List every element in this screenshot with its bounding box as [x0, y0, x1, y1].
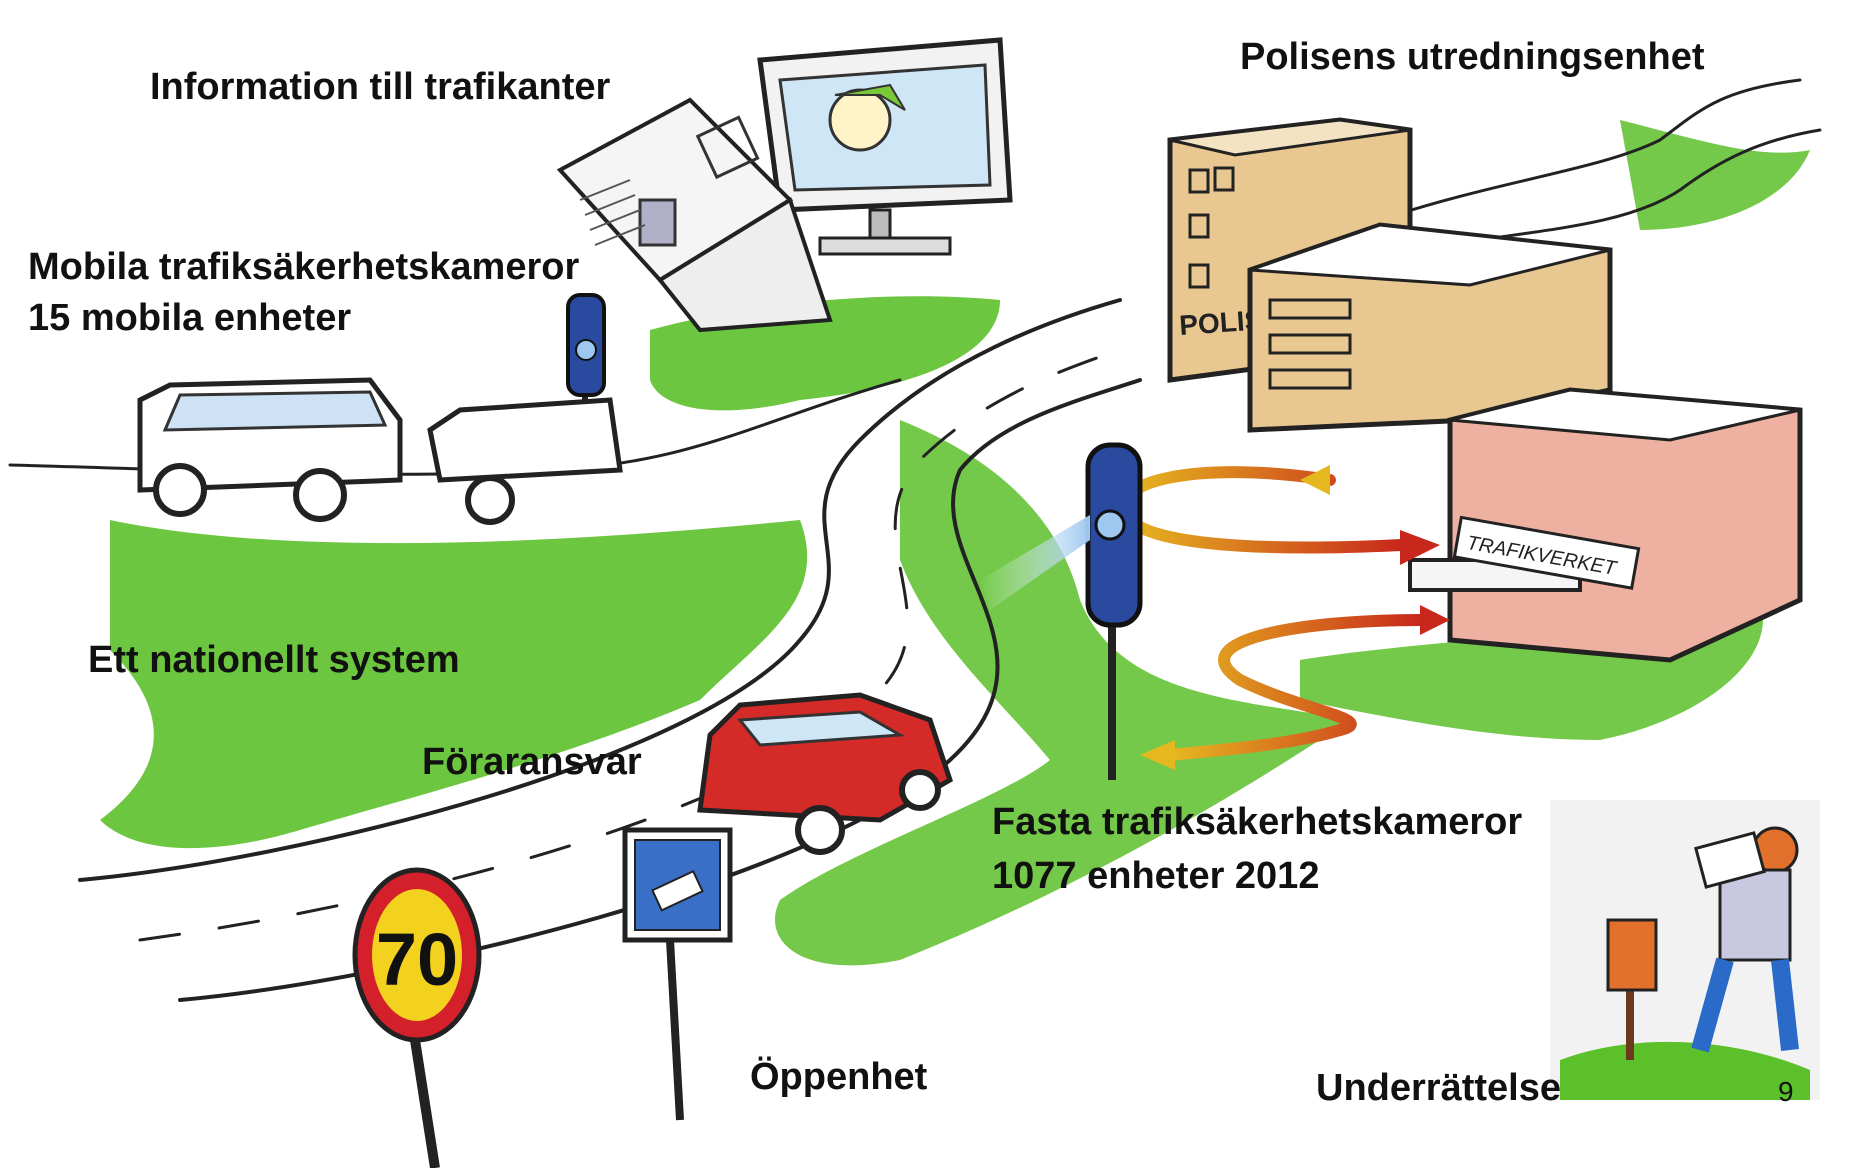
label-foraransvar: Föraransvar — [422, 741, 642, 783]
van-icon — [137, 377, 403, 522]
speed-camera-icon — [980, 442, 1143, 780]
trafikverket-building: TRAFIKVERKET — [1408, 387, 1803, 663]
label-fasta-line2: 1077 enheter 2012 — [992, 855, 1320, 897]
label-polisens-utredningsenhet: Polisens utredningsenhet — [1240, 36, 1705, 78]
label-fasta-line1: Fasta trafiksäkerhetskameror — [992, 801, 1523, 843]
label-nationellt-system: Ett nationellt system — [88, 639, 460, 681]
page-number: 9 — [1778, 1076, 1794, 1107]
speed-limit-sign-icon: 70 — [352, 867, 482, 1168]
middle-building — [1247, 222, 1613, 433]
label-mobila-line1: Mobila trafiksäkerhetskameror — [28, 246, 580, 288]
car-icon — [697, 692, 954, 855]
newspaper-icon — [556, 97, 833, 333]
label-oppenhet: Öppenhet — [750, 1056, 928, 1098]
mailbox-person-icon — [1550, 800, 1820, 1100]
camera-sign-icon — [622, 827, 733, 1121]
trailer-camera-icon — [427, 293, 623, 525]
label-mobila-line2: 15 mobila enheter — [28, 297, 352, 339]
speed-limit-value: 70 — [376, 918, 458, 1001]
monitor-icon — [757, 37, 1013, 256]
grass-areas — [100, 120, 1810, 966]
label-underrattelse: Underrättelse — [1316, 1067, 1561, 1109]
label-information: Information till trafikanter — [150, 66, 611, 108]
